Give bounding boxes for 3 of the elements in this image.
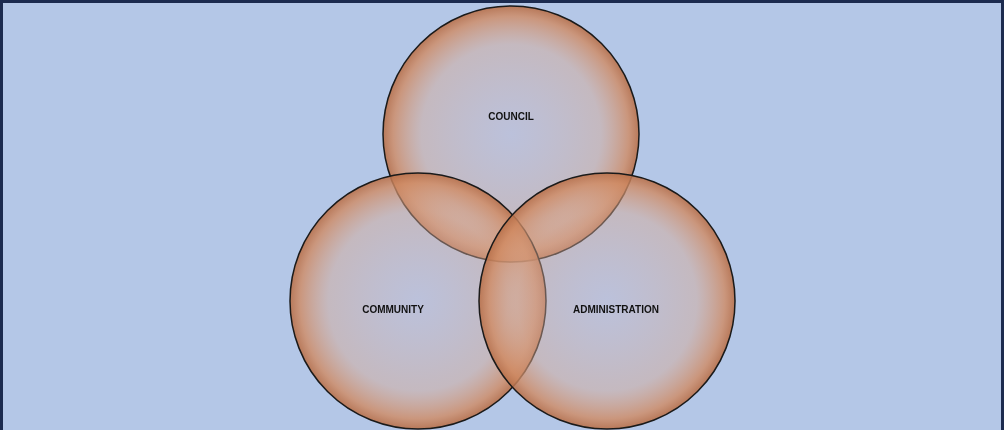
circle-label: COMMUNITY [362, 303, 424, 315]
circle-label: COUNCIL [488, 110, 534, 122]
circle-label: ADMINISTRATION [573, 303, 659, 315]
